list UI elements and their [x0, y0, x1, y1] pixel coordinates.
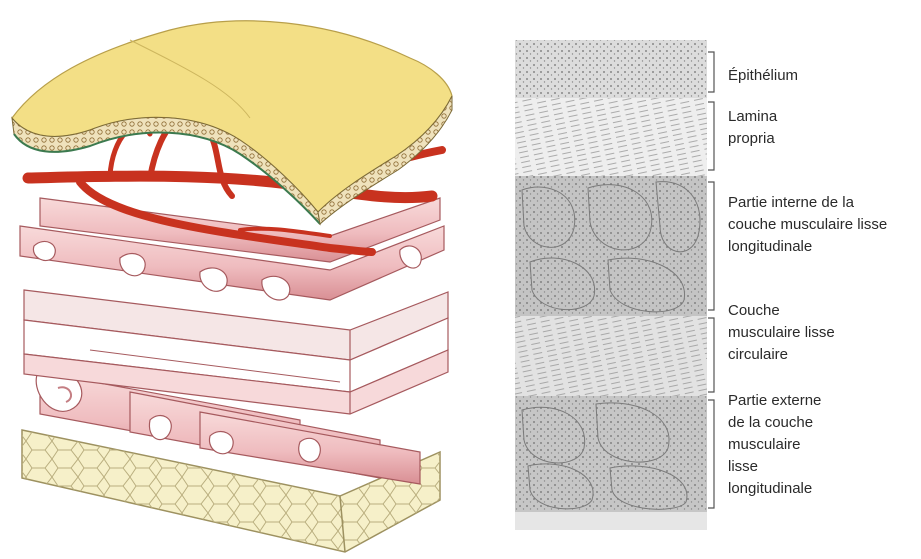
label-brackets — [708, 52, 714, 508]
label-epithelium: Épithélium — [728, 65, 798, 87]
label-lamina-propria: Lamina propria — [728, 106, 777, 150]
histology-section — [515, 40, 714, 530]
label-circular: Couche musculaire lisse circulaire — [728, 300, 835, 366]
inner-longitudinal-tubes — [20, 198, 444, 300]
label-outer-longitudinal: Partie externe de la couche musculaire l… — [728, 390, 821, 500]
label-inner-longitudinal: Partie interne de la couche musculaire l… — [728, 192, 887, 258]
